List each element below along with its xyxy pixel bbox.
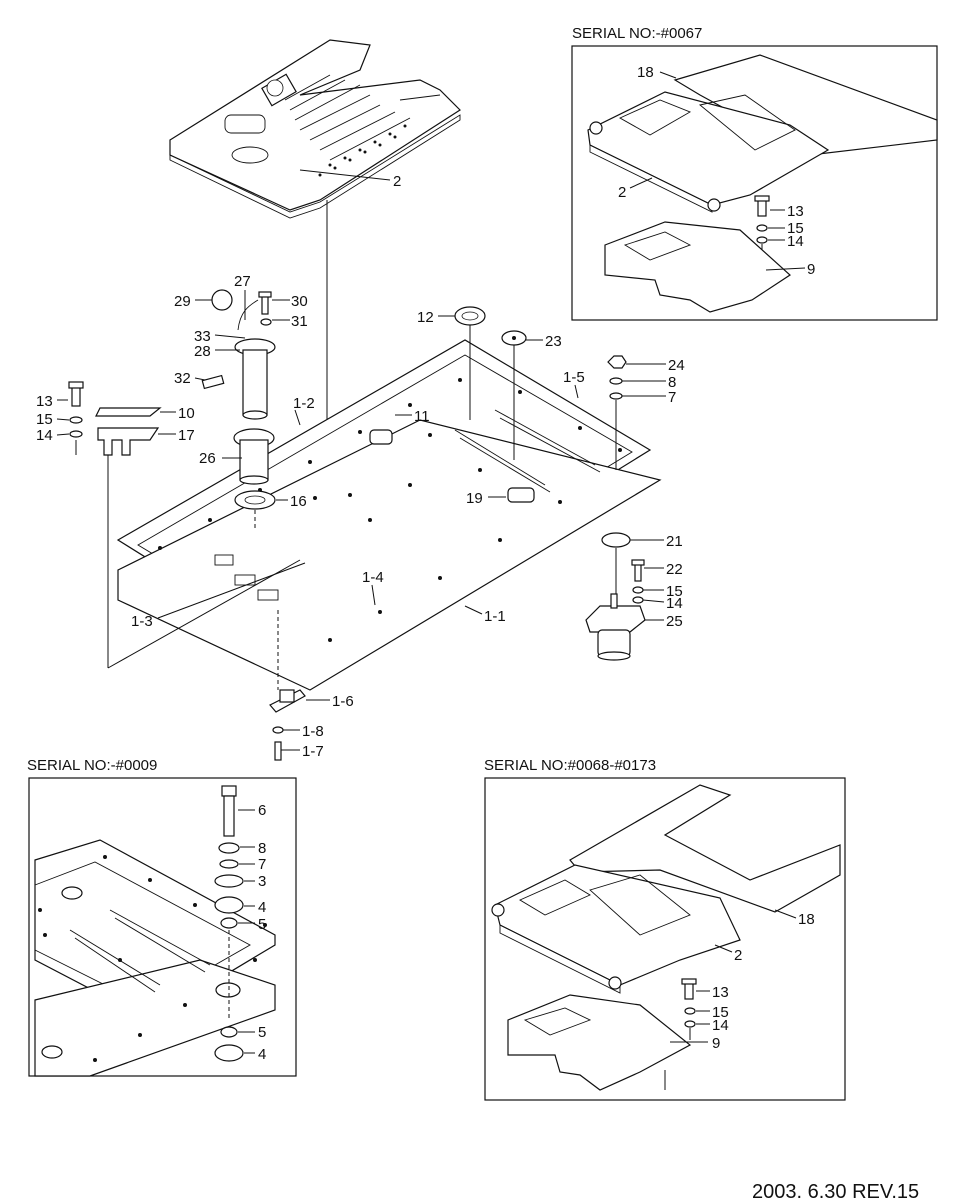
callout-1-1: 1-1 <box>484 608 506 625</box>
inset-top-right-header: SERIAL NO:-#0067 <box>572 25 702 42</box>
callout-1-7: 1-7 <box>302 743 324 760</box>
callout-29: 29 <box>174 293 191 310</box>
left-bracket <box>68 381 301 669</box>
inset-bottom-left-header: SERIAL NO:-#0009 <box>27 757 157 774</box>
inset-bottom-right-header: SERIAL NO:#0068-#0173 <box>484 757 656 774</box>
callout-13: 13 <box>36 393 53 410</box>
callout-26: 26 <box>199 450 216 467</box>
inset-bottom-left: SERIAL NO:-#0009 6 8 7 <box>27 757 297 1077</box>
frame-assembly <box>116 339 662 691</box>
br-callout-14: 14 <box>712 1017 729 1034</box>
bl-callout-4: 4 <box>258 899 266 916</box>
callout-1-8: 1-8 <box>302 723 324 740</box>
callout-1-4: 1-4 <box>362 569 384 586</box>
grommets <box>454 306 627 470</box>
callout-1-6: 1-6 <box>332 693 354 710</box>
callout-1-2: 1-2 <box>293 395 315 412</box>
bracket-1-6 <box>269 610 306 761</box>
mount-assembly <box>585 532 646 661</box>
callout-27: 27 <box>234 273 251 290</box>
callout-10: 10 <box>178 405 195 422</box>
callout-14b: 14 <box>666 595 683 612</box>
tr-callout-9: 9 <box>807 261 815 278</box>
callout-28: 28 <box>194 343 211 360</box>
callout-1-5: 1-5 <box>563 369 585 386</box>
fuel-pipe-assembly <box>201 289 276 530</box>
bl-callout-6: 6 <box>258 802 266 819</box>
callout-19: 19 <box>466 490 483 507</box>
callout-7: 7 <box>668 389 676 406</box>
tr-callout-18: 18 <box>637 64 654 81</box>
callout-22: 22 <box>666 561 683 578</box>
br-callout-15: 15 <box>712 1004 729 1021</box>
bl-callout-3: 3 <box>258 873 266 890</box>
br-callout-18: 18 <box>798 911 815 928</box>
main-callouts: 2 27 29 30 31 33 28 32 13 15 14 10 17 26… <box>36 169 685 760</box>
tr-callout-13: 13 <box>787 203 804 220</box>
callout-2: 2 <box>393 173 401 190</box>
callout-32: 32 <box>174 370 191 387</box>
callout-30: 30 <box>291 293 308 310</box>
bl-callout-8: 8 <box>258 840 266 857</box>
callout-21: 21 <box>666 533 683 550</box>
tr-callout-15: 15 <box>787 220 804 237</box>
tr-callout-14: 14 <box>787 233 804 250</box>
inset-bottom-right: SERIAL NO:#0068-#0173 18 2 13 15 14 9 <box>484 757 846 1101</box>
callout-1-3: 1-3 <box>131 613 153 630</box>
callout-23: 23 <box>545 333 562 350</box>
callout-15b: 15 <box>666 583 683 600</box>
callout-24: 24 <box>668 357 685 374</box>
callout-11: 11 <box>414 408 430 425</box>
callout-8: 8 <box>668 374 676 391</box>
tr-callout-2: 2 <box>618 184 626 201</box>
bl-callout-4b: 4 <box>258 1046 266 1063</box>
callout-15: 15 <box>36 411 53 428</box>
callout-16: 16 <box>290 493 307 510</box>
bl-callout-7: 7 <box>258 856 266 873</box>
br-callout-2: 2 <box>734 947 742 964</box>
callout-25: 25 <box>666 613 683 630</box>
floor-mat-part-2 <box>169 39 461 219</box>
bl-callout-5: 5 <box>258 916 266 933</box>
inset-top-right: SERIAL NO:-#0067 18 2 13 15 14 9 <box>571 25 938 321</box>
callout-14: 14 <box>36 427 53 444</box>
bl-callout-5b: 5 <box>258 1024 266 1041</box>
revision-stamp: 2003. 6.30 REV.15 <box>752 1181 919 1200</box>
callout-33: 33 <box>194 328 211 345</box>
br-callout-13: 13 <box>712 984 729 1001</box>
br-callout-9: 9 <box>712 1035 720 1052</box>
callout-31: 31 <box>291 313 308 330</box>
callout-17: 17 <box>178 427 195 444</box>
callout-12: 12 <box>417 309 434 326</box>
